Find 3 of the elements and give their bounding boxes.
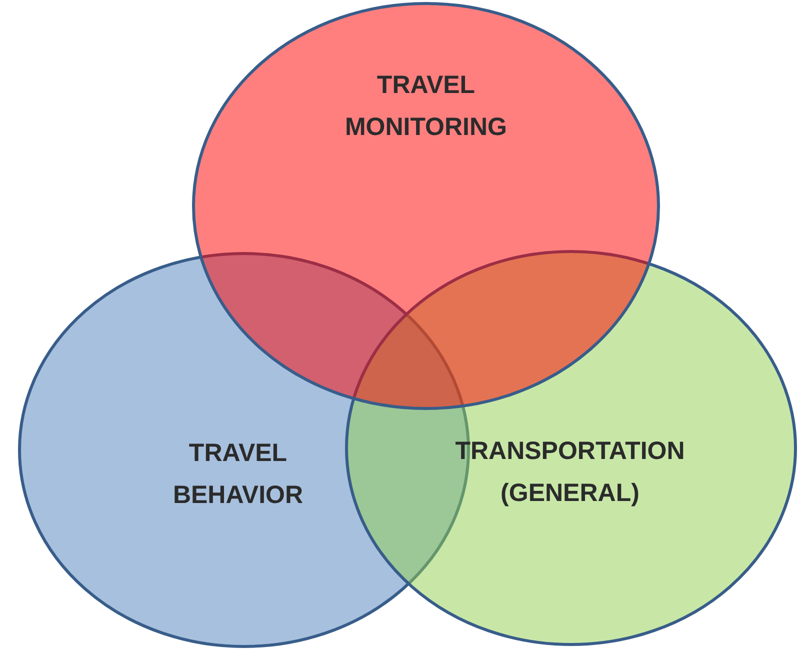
circle-label: TRANSPORTATION (GENERAL): [454, 436, 686, 509]
circle-label: TRAVEL MONITORING: [344, 70, 508, 143]
circle-label: TRAVEL BEHAVIOR: [172, 438, 304, 511]
